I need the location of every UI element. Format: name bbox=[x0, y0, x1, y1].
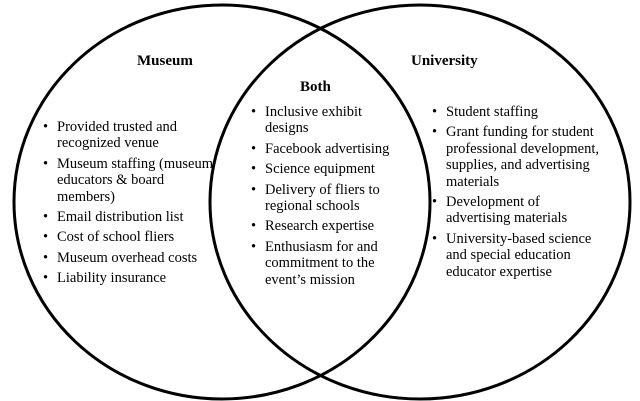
both-item: Enthusiasm for and commitment to the eve… bbox=[250, 239, 398, 288]
both-item: Facebook advertising bbox=[250, 141, 398, 158]
museum-title: Museum bbox=[137, 53, 193, 69]
museum-list: Provided trusted and recognized venue Mu… bbox=[42, 119, 222, 291]
museum-item: Email distribution list bbox=[42, 209, 222, 226]
university-item: Development of advertising materials bbox=[431, 194, 601, 227]
museum-item: Museum staffing (museum educators & boar… bbox=[42, 156, 222, 205]
museum-item: Museum overhead costs bbox=[42, 250, 222, 267]
museum-item: Provided trusted and recognized venue bbox=[42, 119, 222, 152]
university-list: Student staffing Grant funding for stude… bbox=[431, 104, 601, 284]
both-title: Both bbox=[300, 79, 331, 95]
museum-circle bbox=[12, 3, 432, 401]
both-list: Inclusive exhibit designs Facebook adver… bbox=[250, 104, 398, 292]
both-item: Inclusive exhibit designs bbox=[250, 104, 398, 137]
museum-item: Cost of school fliers bbox=[42, 229, 222, 246]
both-item: Delivery of fliers to regional schools bbox=[250, 182, 398, 215]
both-item: Science equipment bbox=[250, 161, 398, 178]
university-title: University bbox=[411, 53, 478, 69]
university-item: Grant funding for student professional d… bbox=[431, 124, 601, 190]
university-item: Student staffing bbox=[431, 104, 601, 121]
both-item: Research expertise bbox=[250, 218, 398, 235]
museum-item: Liability insurance bbox=[42, 270, 222, 287]
university-item: University-based science and special edu… bbox=[431, 231, 601, 280]
